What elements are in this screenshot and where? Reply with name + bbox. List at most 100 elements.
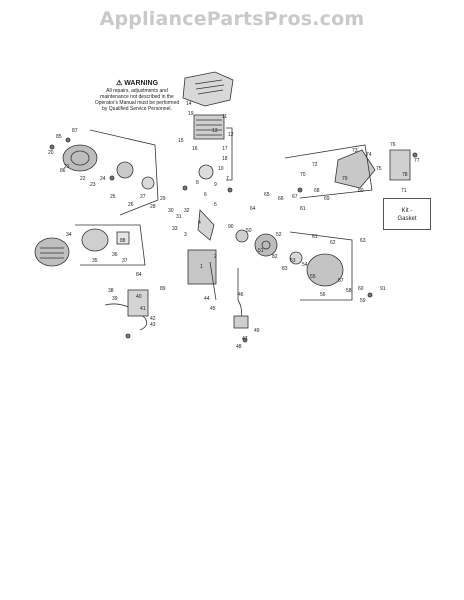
part-number-label[interactable]: 15 — [178, 138, 184, 144]
part-number-label[interactable]: 42 — [150, 316, 156, 322]
part-number-label[interactable]: 75 — [376, 166, 382, 172]
part-number-label[interactable]: 47 — [242, 336, 248, 342]
part-number-label[interactable]: 68 — [314, 188, 320, 194]
part-number-label[interactable]: 16 — [192, 146, 198, 152]
part-number-label[interactable]: 67 — [292, 194, 298, 200]
part-number-label[interactable]: 48 — [236, 344, 242, 350]
part-number-label[interactable]: 40 — [136, 294, 142, 300]
part-number-label[interactable]: 73 — [352, 148, 358, 154]
kit-gasket-box[interactable]: Kit - Gasket — [383, 198, 431, 230]
part-number-label[interactable]: 70 — [300, 172, 306, 178]
part-number-label[interactable]: 89 — [160, 286, 166, 292]
part-number-label[interactable]: 85 — [56, 134, 62, 140]
part-number-label[interactable]: 6 — [204, 192, 207, 198]
part-number-label[interactable]: 30 — [168, 208, 174, 214]
part-number-label[interactable]: 18 — [222, 156, 228, 162]
part-number-label[interactable]: 46 — [238, 292, 244, 298]
part-number-label[interactable]: 77 — [414, 158, 420, 164]
part-number-label[interactable]: 45 — [210, 306, 216, 312]
part-number-label[interactable]: 35 — [92, 258, 98, 264]
part-number-label[interactable]: 86 — [60, 168, 66, 174]
part-number-label[interactable]: 54 — [302, 262, 308, 268]
part-number-label[interactable]: 91 — [380, 286, 386, 292]
part-number-label[interactable]: 2 — [214, 254, 217, 260]
part-number-label[interactable]: 12 — [228, 132, 234, 138]
part-number-label[interactable]: 57 — [338, 278, 344, 284]
part-number-label[interactable]: 64 — [250, 206, 256, 212]
part-number-label[interactable]: 59 — [360, 298, 366, 304]
part-number-label[interactable]: 36 — [112, 252, 118, 258]
part-number-label[interactable]: 5 — [214, 202, 217, 208]
part-number-label[interactable]: 41 — [140, 306, 146, 312]
part-number-label[interactable]: 88 — [120, 238, 126, 244]
part-number-label[interactable]: 61 — [312, 234, 318, 240]
air-filter-cover-part — [34, 237, 70, 267]
part-number-label[interactable]: 62 — [330, 240, 336, 246]
part-number-label[interactable]: 31 — [176, 214, 182, 220]
part-number-label[interactable]: 66 — [278, 196, 284, 202]
part-number-label[interactable]: 9 — [214, 182, 217, 188]
part-number-label[interactable]: 63 — [360, 238, 366, 244]
watermark: AppliancePartsPros.com — [99, 8, 365, 30]
part-number-label[interactable]: 76 — [390, 142, 396, 148]
part-number-label[interactable]: 82 — [272, 254, 278, 260]
part-number-label[interactable]: 10 — [218, 166, 224, 172]
part-number-label[interactable]: 80 — [358, 188, 364, 194]
part-number-label[interactable]: 7 — [226, 176, 229, 182]
part-number-label[interactable]: 34 — [66, 232, 72, 238]
part-number-label[interactable]: 78 — [402, 172, 408, 178]
part-number-label[interactable]: 49 — [254, 328, 260, 334]
part-number-label[interactable]: 19 — [188, 111, 194, 117]
part-number-label[interactable]: 32 — [184, 208, 190, 214]
part-number-label[interactable]: 38 — [108, 288, 114, 294]
part-number-label[interactable]: 25 — [110, 194, 116, 200]
fuel-line-part — [104, 303, 148, 331]
bracket-left-top — [89, 129, 159, 216]
part-number-label[interactable]: 44 — [204, 296, 210, 302]
part-number-label[interactable]: 3 — [184, 232, 187, 238]
part-number-label[interactable]: 87 — [72, 128, 78, 134]
part-number-label[interactable]: 55 — [310, 274, 316, 280]
part-number-label[interactable]: 20 — [48, 150, 54, 156]
part-number-label[interactable]: 79 — [342, 176, 348, 182]
part-number-label[interactable]: 4 — [198, 220, 201, 226]
part-number-label[interactable]: 11 — [222, 114, 227, 120]
part-number-label[interactable]: 60 — [358, 286, 364, 292]
part-number-label[interactable]: 13 — [212, 128, 218, 134]
part-number-label[interactable]: 53 — [290, 258, 296, 264]
part-number-label[interactable]: 90 — [228, 224, 234, 230]
part-number-label[interactable]: 27 — [140, 194, 146, 200]
warning-text: All repairs, adjustments and maintenance… — [94, 88, 180, 112]
part-number-label[interactable]: 69 — [324, 196, 330, 202]
fuel-tank-part — [127, 289, 149, 317]
part-number-label[interactable]: 37 — [122, 258, 128, 264]
part-number-label[interactable]: 8 — [196, 180, 199, 186]
part-number-label[interactable]: 52 — [276, 232, 282, 238]
part-number-label[interactable]: 23 — [90, 182, 96, 188]
part-number-label[interactable]: 83 — [282, 266, 288, 272]
part-number-label[interactable]: 51 — [258, 248, 264, 254]
part-number-label[interactable]: 43 — [150, 322, 156, 328]
part-number-label[interactable]: 29 — [160, 196, 166, 202]
part-number-label[interactable]: 56 — [320, 292, 326, 298]
part-number-label[interactable]: 1 — [200, 264, 203, 270]
part-number-label[interactable]: 50 — [246, 228, 252, 234]
part-number-label[interactable]: 84 — [136, 272, 142, 278]
part-number-label[interactable]: 21 — [64, 164, 70, 170]
part-number-label[interactable]: 24 — [100, 176, 106, 182]
part-number-label[interactable]: 28 — [150, 204, 156, 210]
part-number-label[interactable]: 72 — [312, 162, 318, 168]
part-number-label[interactable]: 65 — [264, 192, 270, 198]
flywheel-part — [254, 233, 278, 257]
part-number-label[interactable]: 26 — [128, 202, 134, 208]
part-number-label[interactable]: 33 — [172, 226, 178, 232]
part-number-label[interactable]: 14 — [186, 101, 192, 107]
ignition-module-part — [233, 315, 249, 329]
part-number-label[interactable]: 81 — [300, 206, 306, 212]
part-number-label[interactable]: 22 — [80, 176, 86, 182]
part-number-label[interactable]: 58 — [346, 288, 352, 294]
bracket-right-top — [226, 127, 233, 181]
part-number-label[interactable]: 17 — [222, 146, 228, 152]
part-number-label[interactable]: 39 — [112, 296, 118, 302]
part-number-label[interactable]: 74 — [366, 152, 372, 158]
